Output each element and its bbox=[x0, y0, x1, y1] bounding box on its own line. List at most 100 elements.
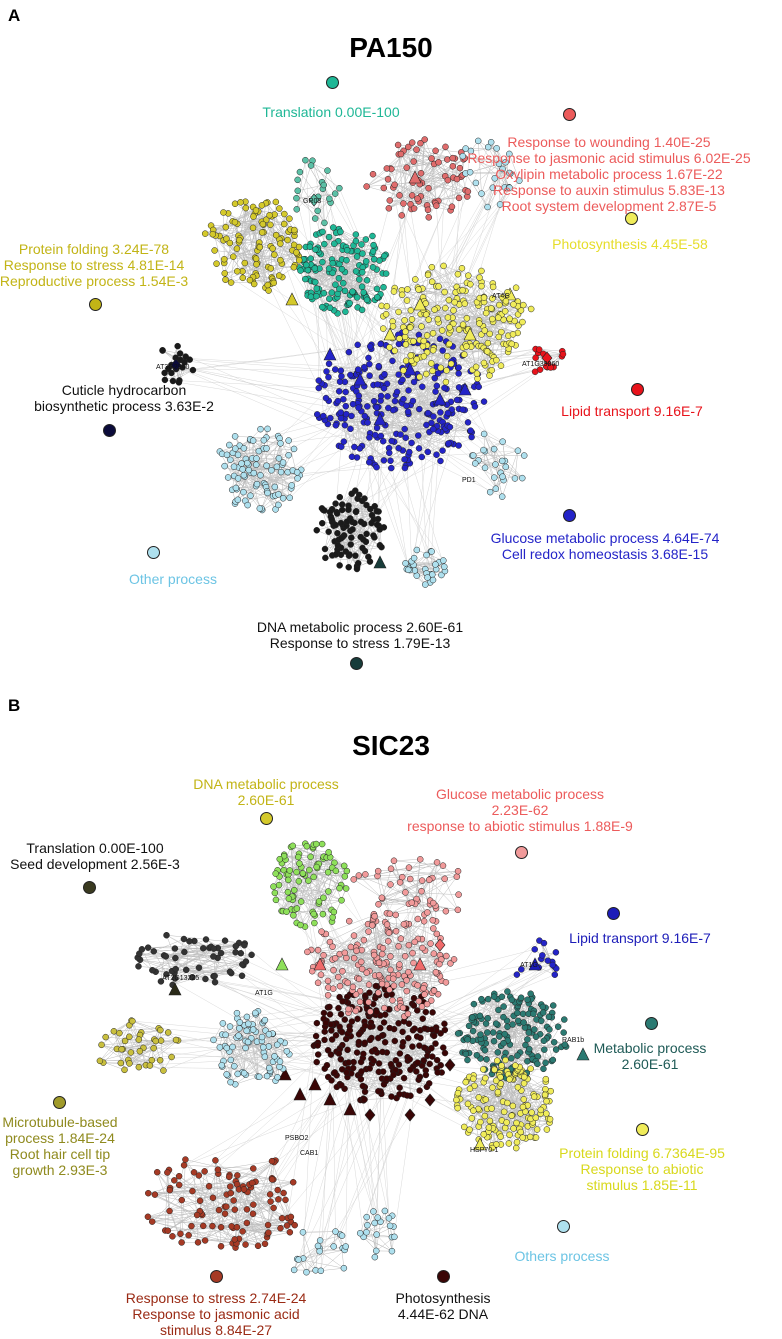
network-node bbox=[258, 202, 266, 209]
network-node bbox=[232, 445, 239, 452]
edge bbox=[386, 383, 445, 567]
network-node bbox=[239, 466, 246, 473]
network-node bbox=[439, 347, 446, 354]
network-node bbox=[252, 461, 260, 468]
label-photosynthesis: Photosynthesis 4.45E-58 bbox=[552, 236, 708, 252]
network-node bbox=[440, 557, 447, 564]
edge bbox=[235, 1161, 275, 1182]
network-node bbox=[290, 264, 298, 271]
network-node bbox=[430, 413, 437, 420]
network-node bbox=[473, 370, 481, 377]
edge bbox=[345, 406, 504, 481]
edge bbox=[275, 401, 375, 496]
network-node bbox=[259, 220, 267, 228]
edge bbox=[297, 184, 324, 192]
edge bbox=[312, 848, 346, 877]
edge bbox=[425, 299, 449, 304]
edge bbox=[427, 367, 548, 453]
network-node bbox=[332, 422, 340, 429]
network-node bbox=[520, 452, 528, 459]
network-node bbox=[343, 247, 351, 254]
network-node bbox=[246, 276, 254, 284]
network-node bbox=[354, 341, 361, 349]
network-node bbox=[459, 321, 467, 328]
edge bbox=[296, 181, 323, 210]
edge bbox=[378, 343, 381, 367]
edge bbox=[386, 1029, 395, 1079]
edge bbox=[388, 195, 413, 209]
network-node bbox=[312, 246, 319, 253]
network-node bbox=[267, 265, 275, 272]
edge bbox=[421, 938, 438, 962]
network-node bbox=[161, 376, 169, 384]
edge bbox=[323, 856, 342, 901]
hub-node-triangle bbox=[373, 555, 387, 569]
network-node bbox=[275, 272, 283, 279]
network-node bbox=[320, 412, 327, 420]
network-node bbox=[441, 563, 448, 570]
hub-node-triangle bbox=[463, 327, 477, 341]
network-node bbox=[444, 409, 452, 417]
network-node bbox=[275, 501, 282, 509]
edge bbox=[293, 900, 342, 916]
edge bbox=[446, 270, 482, 371]
network-node bbox=[377, 340, 384, 348]
network-node bbox=[320, 181, 328, 189]
network-node bbox=[401, 456, 408, 463]
edge bbox=[296, 160, 313, 210]
edge bbox=[391, 369, 541, 469]
edge bbox=[154, 1194, 198, 1216]
edge bbox=[164, 1172, 168, 1231]
network-node bbox=[264, 425, 271, 433]
network-node bbox=[313, 411, 321, 418]
edge bbox=[153, 945, 245, 952]
edge bbox=[139, 953, 244, 966]
network-node bbox=[293, 249, 300, 256]
network-node bbox=[423, 332, 431, 339]
edge bbox=[387, 179, 404, 204]
edge bbox=[361, 1071, 379, 1092]
edge bbox=[312, 160, 359, 396]
network-node bbox=[343, 256, 350, 264]
edge bbox=[296, 160, 306, 210]
network-node bbox=[519, 474, 526, 482]
network-node bbox=[240, 471, 248, 479]
edge bbox=[396, 433, 472, 438]
network-node bbox=[502, 297, 510, 305]
network-node bbox=[275, 491, 282, 498]
network-node bbox=[395, 308, 402, 316]
edge bbox=[383, 460, 442, 576]
edge bbox=[281, 879, 289, 912]
network-node bbox=[376, 526, 384, 533]
network-node bbox=[318, 519, 326, 527]
network-node bbox=[449, 163, 457, 170]
edge bbox=[255, 1014, 278, 1060]
network-node bbox=[492, 485, 500, 492]
edge bbox=[356, 353, 563, 375]
node-label: AT3G2940 bbox=[156, 364, 189, 371]
network-node bbox=[258, 229, 266, 236]
edge bbox=[399, 923, 407, 968]
network-node bbox=[321, 240, 328, 248]
network-node bbox=[417, 139, 424, 147]
network-node bbox=[425, 316, 432, 323]
network-node bbox=[412, 276, 419, 283]
edge bbox=[368, 374, 409, 463]
edge bbox=[237, 1175, 254, 1214]
network-node bbox=[222, 223, 230, 231]
node-label: AT4G bbox=[492, 293, 510, 300]
network-node bbox=[336, 378, 344, 385]
network-node bbox=[335, 275, 343, 282]
label-cuticle: Cuticle hydrocarbon biosynthetic process… bbox=[34, 382, 214, 414]
edge bbox=[235, 436, 280, 439]
network-node bbox=[386, 197, 394, 204]
edge bbox=[324, 385, 403, 404]
network-node bbox=[388, 464, 395, 472]
network-node bbox=[352, 268, 360, 275]
edge bbox=[470, 163, 500, 173]
edge bbox=[262, 498, 284, 511]
network-node bbox=[281, 210, 288, 218]
network-node bbox=[231, 218, 239, 226]
edge bbox=[366, 158, 432, 187]
